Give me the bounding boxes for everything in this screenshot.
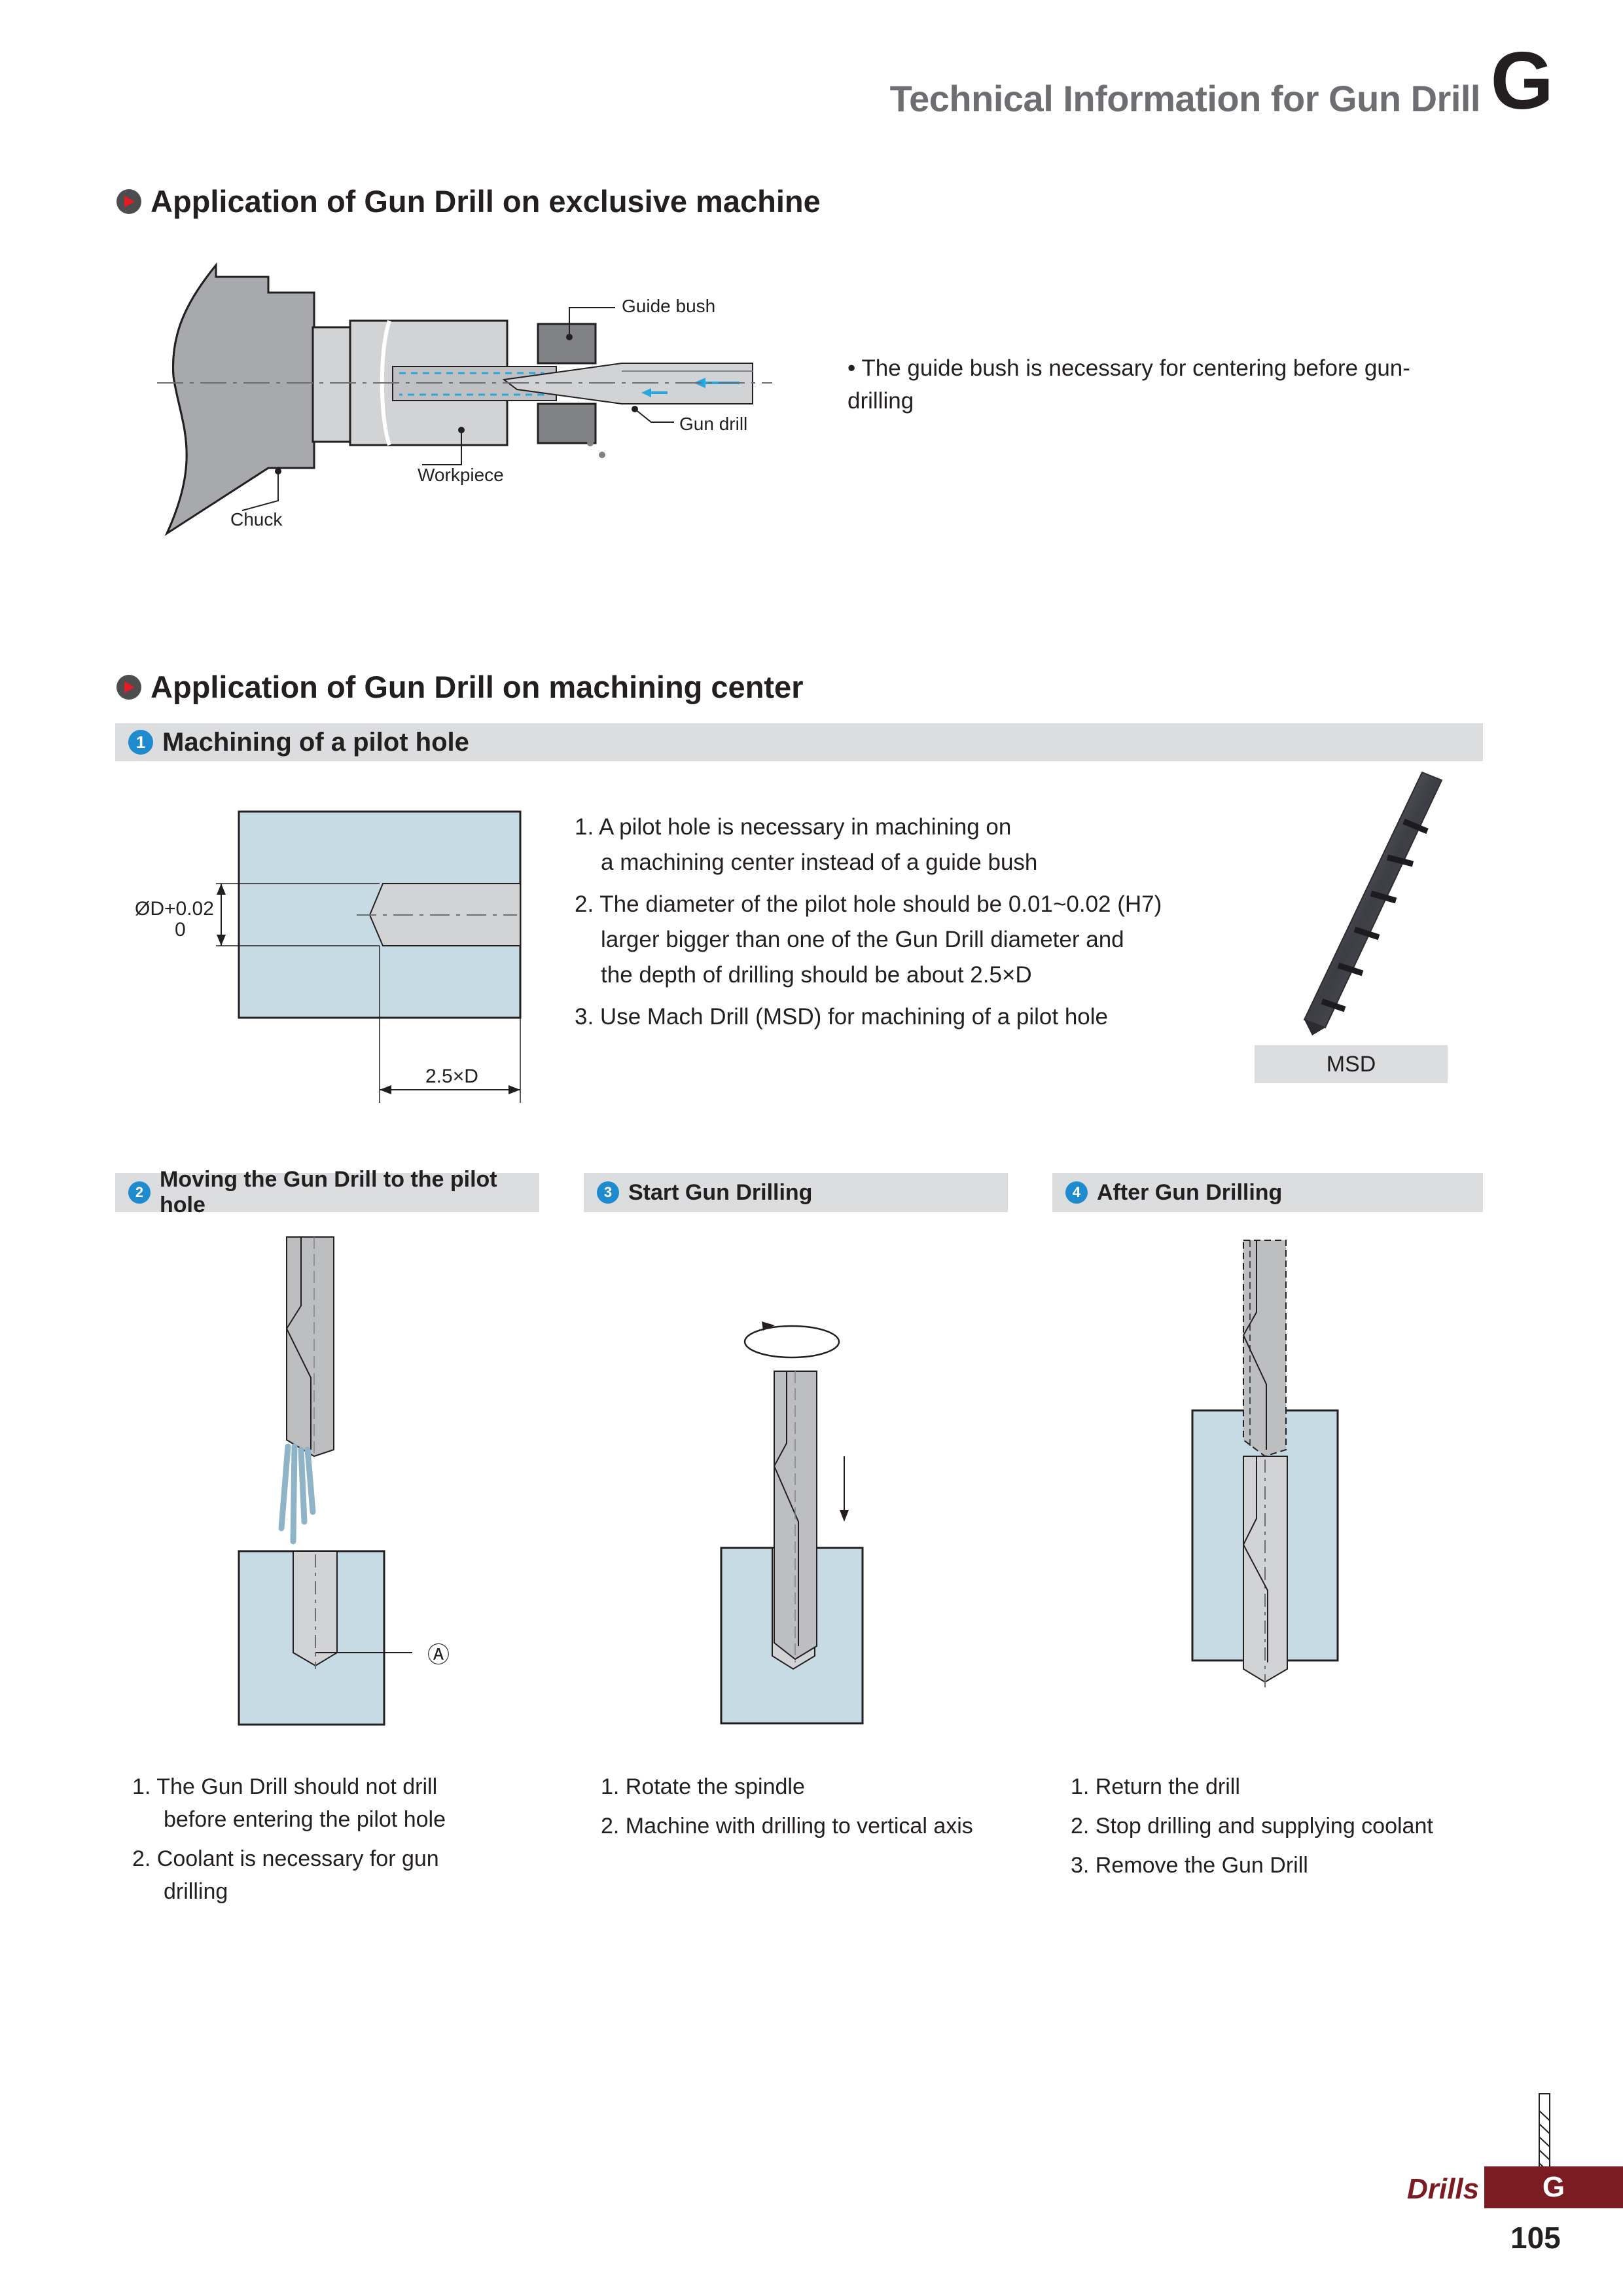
step1-bar: 1 Machining of a pilot hole — [115, 723, 1483, 761]
section1-title: Application of Gun Drill on exclusive ma… — [151, 184, 821, 219]
step2-item1-line2: before entering the pilot hole — [164, 1807, 446, 1832]
step4-item2: 2. Stop drilling and supplying coolant — [1071, 1814, 1433, 1839]
section-arrow-icon — [116, 674, 141, 700]
msd-label: MSD — [1255, 1045, 1448, 1083]
step1-item1-line1: 1. A pilot hole is necessary in machinin… — [575, 814, 1012, 840]
rotation-arrow-icon — [743, 1325, 840, 1359]
section1-bullet: • The guide bush is necessary for center… — [847, 352, 1423, 418]
step3-title: Start Gun Drilling — [628, 1179, 813, 1205]
step2-coolant — [278, 1443, 316, 1545]
step2-gun-drill — [286, 1236, 334, 1458]
pilot-depth-label: 2.5×D — [425, 1066, 478, 1087]
step3-item1: 1. Rotate the spindle — [601, 1774, 805, 1799]
step3-badge: 3 — [597, 1181, 619, 1204]
step3-diagram — [720, 1321, 864, 1725]
step1-item2-line3: the depth of drilling should be about 2.… — [601, 962, 1032, 988]
gun-drill-shape — [502, 363, 753, 404]
step1-text: 1. A pilot hole is necessary in machinin… — [575, 810, 1229, 1041]
guide-bush-upper — [537, 323, 597, 365]
footer-category: Drills — [1407, 2173, 1480, 2205]
step2-text: 1. The Gun Drill should not drill before… — [132, 1770, 525, 1914]
step4-bar: 4 After Gun Drilling — [1052, 1173, 1483, 1212]
label-workpiece: Workpiece — [418, 465, 504, 485]
step1-title: Machining of a pilot hole — [162, 727, 469, 757]
step2-badge: 2 — [128, 1181, 151, 1204]
step2-item1-line1: 1. The Gun Drill should not drill — [132, 1774, 438, 1799]
step1-item2-line2: larger bigger than one of the Gun Drill … — [601, 927, 1124, 952]
step4-item1: 1. Return the drill — [1071, 1774, 1240, 1799]
chuck-jaw — [312, 326, 353, 443]
step4-gun-drill-ghost — [1243, 1240, 1287, 1458]
pilot-dim-lower: 0 — [175, 919, 186, 941]
step2-title: Moving the Gun Drill to the pilot hole — [160, 1167, 497, 1217]
step4-diagram — [1191, 1240, 1339, 1689]
page-header-title: Technical Information for Gun Drill — [889, 78, 1481, 119]
step2-diagram — [238, 1236, 412, 1726]
step1-item3-line1: 3. Use Mach Drill (MSD) for machining of… — [575, 1004, 1109, 1030]
section2-title-row: Application of Gun Drill on machining ce… — [116, 669, 804, 705]
marker-a: Ⓐ — [427, 1643, 450, 1668]
msd-drill-image — [1303, 771, 1443, 1035]
section-arrow-icon — [116, 188, 141, 214]
step2-bar: 2 Moving the Gun Drill to the pilot hole — [115, 1167, 539, 1217]
section2-title: Application of Gun Drill on machining ce… — [151, 670, 804, 704]
section1-title-row: Application of Gun Drill on exclusive ma… — [116, 183, 821, 219]
pilot-hole-diagram — [216, 810, 522, 1103]
step3-text: 1. Rotate the spindle 2. Machine with dr… — [601, 1770, 1020, 1849]
label-gun-drill: Gun drill — [679, 414, 748, 434]
step4-badge: 4 — [1065, 1181, 1088, 1204]
step1-badge: 1 — [128, 730, 153, 755]
step4-title: After Gun Drilling — [1097, 1179, 1283, 1205]
step2-item2-line2: drilling — [164, 1879, 228, 1904]
step1-item1-line2: a machining center instead of a guide bu… — [601, 850, 1038, 875]
section1-bullet-text: The guide bush is necessary for centerin… — [847, 355, 1410, 414]
label-guide-bush: Guide bush — [622, 296, 716, 316]
step3-item2: 2. Machine with drilling to vertical axi… — [601, 1814, 973, 1839]
step1-item2-line1: 2. The diameter of the pilot hole should… — [575, 891, 1162, 917]
bullet-dot: • — [847, 355, 862, 381]
guide-bush-lower — [537, 403, 597, 444]
page-number: 105 — [1510, 2221, 1561, 2255]
label-chuck: Chuck — [230, 509, 283, 529]
step4-item3: 3. Remove the Gun Drill — [1071, 1853, 1308, 1878]
step2-item2-line1: 2. Coolant is necessary for gun — [132, 1846, 439, 1871]
page-header-letter: G — [1490, 36, 1554, 126]
footer-letter: G — [1484, 2166, 1623, 2208]
pilot-dim-label: ØD+0.02 — [135, 898, 214, 920]
step4-text: 1. Return the drill 2. Stop drilling and… — [1071, 1770, 1489, 1888]
exclusive-machine-diagram — [157, 262, 772, 537]
step3-bar: 3 Start Gun Drilling — [584, 1173, 1008, 1212]
